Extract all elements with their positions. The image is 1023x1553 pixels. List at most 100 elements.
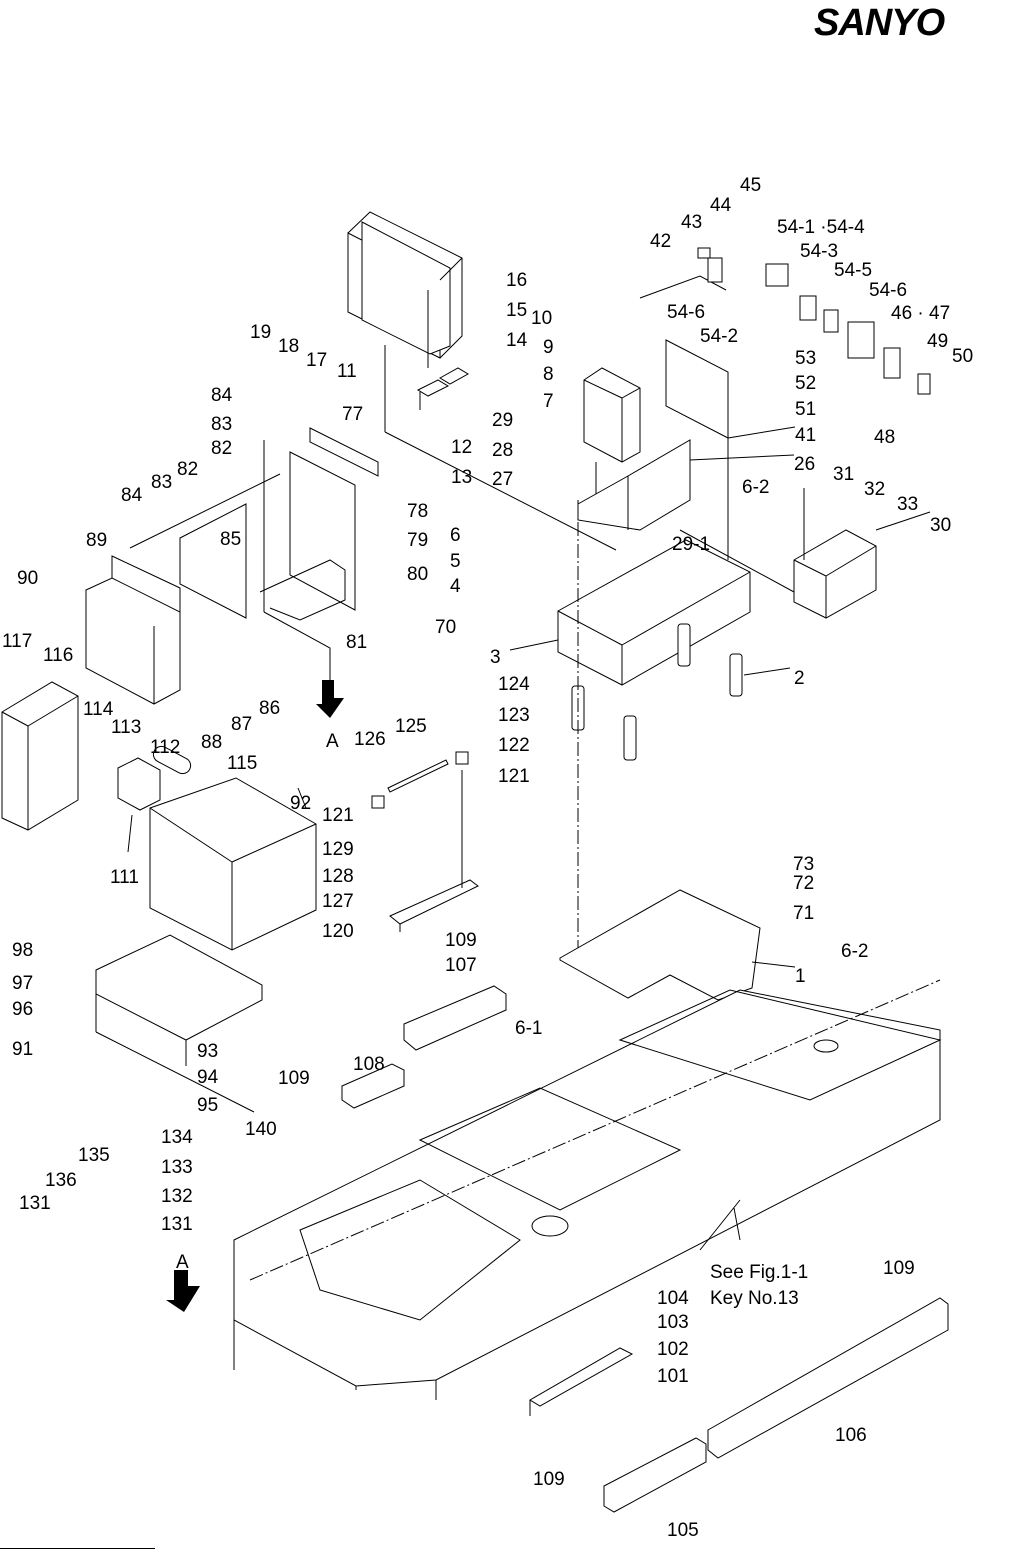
callout-14: 14	[506, 330, 528, 351]
vented-cage-92	[149, 777, 317, 951]
wire-duct-107	[403, 985, 507, 1051]
view-label-a-top: A	[326, 731, 339, 752]
callout-6-1: 6-1	[515, 1018, 542, 1039]
callout-82b: 82	[177, 459, 198, 480]
callout-140: 140	[245, 1119, 277, 1140]
din-rail-125	[371, 751, 469, 809]
wire-duct-105	[603, 1437, 707, 1513]
callout-125: 125	[395, 716, 427, 737]
callout-90: 90	[17, 568, 38, 589]
callout-17: 17	[306, 350, 327, 371]
callout-109c: 109	[883, 1258, 915, 1279]
callout-97: 97	[12, 973, 33, 994]
callout-112: 112	[150, 737, 180, 758]
base-plate-3	[509, 539, 751, 686]
bracket-101	[529, 1347, 634, 1416]
note-leader-line	[733, 1207, 741, 1241]
callout-109a: 109	[445, 930, 477, 951]
callout-85: 85	[220, 529, 241, 550]
callout-109b: 109	[278, 1068, 310, 1089]
callout-122: 122	[498, 735, 530, 756]
callout-121b: 121	[322, 805, 354, 826]
callout-5: 5	[450, 551, 461, 572]
callout-29: 29	[492, 410, 513, 431]
callout-80: 80	[407, 564, 428, 585]
drive-unit-30	[679, 488, 931, 619]
callout-19: 19	[250, 322, 271, 343]
callout-107: 107	[445, 955, 477, 976]
callout-50: 50	[952, 346, 973, 367]
bracket-120	[389, 770, 479, 932]
mounting-frame-81	[259, 427, 379, 680]
callout-43: 43	[681, 212, 702, 233]
callout-108: 108	[353, 1054, 385, 1075]
bracket-26	[577, 439, 795, 531]
callout-44: 44	[710, 195, 732, 216]
callout-91: 91	[12, 1039, 33, 1060]
callout-123: 123	[498, 705, 530, 726]
base-frame-91	[95, 934, 263, 1113]
note-line-1: See Fig.1-1	[710, 1262, 808, 1283]
callout-31: 31	[833, 464, 854, 485]
callout-105: 105	[667, 1520, 699, 1541]
callout-6-2a: 6-2	[742, 477, 769, 498]
callout-71: 71	[793, 903, 814, 924]
callout-127: 127	[322, 891, 354, 912]
callout-3: 3	[490, 647, 501, 668]
power-supply-unit-11	[347, 211, 617, 551]
callout-88: 88	[201, 732, 222, 753]
callout-135: 135	[78, 1145, 110, 1166]
reference-note: See Fig.1-1 Key No.13	[710, 1262, 808, 1309]
callout-133: 133	[161, 1157, 193, 1178]
transformer-7	[583, 367, 641, 498]
callout-73: 73	[793, 854, 814, 875]
callout-49: 49	[927, 331, 948, 352]
callout-87: 87	[231, 714, 252, 735]
terminal-panel-41	[639, 275, 796, 560]
callout-78: 78	[407, 501, 428, 522]
main-chassis	[233, 979, 942, 1400]
callout-95: 95	[197, 1095, 218, 1116]
callout-92: 92	[290, 793, 311, 814]
callout-131b: 131	[161, 1214, 193, 1235]
callout-77: 77	[342, 404, 363, 425]
callout-117: 117	[2, 631, 32, 652]
wire-duct-108	[341, 1063, 405, 1109]
callout-10: 10	[531, 308, 552, 329]
callout-132: 132	[161, 1186, 193, 1207]
callout-104: 104	[657, 1288, 689, 1309]
callout-8: 8	[543, 364, 554, 385]
callout-1: 1	[795, 966, 806, 987]
cover-box-116	[1, 681, 79, 831]
callout-4: 4	[450, 576, 461, 597]
callout-32: 32	[864, 479, 885, 500]
callout-115: 115	[227, 753, 257, 774]
callout-83a: 83	[211, 414, 232, 435]
spacer-115	[152, 745, 192, 775]
callout-98: 98	[12, 940, 33, 961]
view-labels: A A	[176, 731, 339, 1273]
callout-2: 2	[794, 668, 805, 689]
callout-30: 30	[930, 515, 951, 536]
callout-46-47: 46 · 47	[891, 303, 950, 324]
callout-27: 27	[492, 469, 513, 490]
callout-28: 28	[492, 440, 513, 461]
callout-84b: 84	[121, 485, 143, 506]
callout-54-3: 54-3	[800, 241, 838, 262]
callout-11: 11	[337, 361, 357, 382]
callout-6-2b: 6-2	[841, 941, 868, 962]
callout-94: 94	[197, 1067, 219, 1088]
callout-18: 18	[278, 336, 299, 357]
callout-42: 42	[650, 231, 671, 252]
view-arrow-a-bottom	[166, 1270, 200, 1312]
callout-9: 9	[543, 337, 554, 358]
cover-plate-85	[179, 503, 247, 619]
callout-116: 116	[43, 645, 73, 666]
callout-53: 53	[795, 348, 816, 369]
callout-102: 102	[657, 1339, 689, 1360]
contactor-group-54	[697, 247, 931, 395]
callout-79: 79	[407, 530, 428, 551]
bracket-89	[85, 473, 281, 705]
wire-duct-106	[707, 1297, 949, 1459]
